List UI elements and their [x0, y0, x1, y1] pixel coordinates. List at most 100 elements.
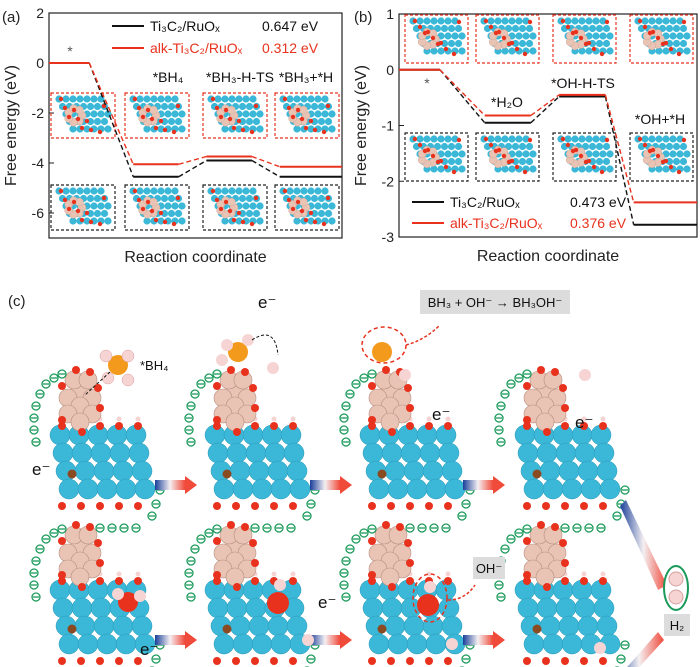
- oxygen-atom: [435, 159, 441, 165]
- hydrogen-atom: [274, 579, 286, 591]
- oxygen-atom: [72, 366, 80, 374]
- ti-atom: [672, 24, 681, 33]
- ti-atom: [109, 442, 131, 464]
- ti-atom: [242, 202, 250, 210]
- process-arrow-icon: [155, 635, 185, 645]
- oxygen-atom: [162, 127, 168, 133]
- ti-atom: [585, 47, 593, 55]
- oxygen-atom: [580, 422, 588, 430]
- catalyst-model: [29, 366, 165, 533]
- ru-atom: [225, 412, 245, 432]
- ti-atom: [422, 460, 444, 482]
- ti-atom: [400, 442, 422, 464]
- structure-inset-pristine: [274, 184, 340, 231]
- oxygen-atom: [231, 125, 237, 131]
- oxygen-atom: [58, 657, 66, 665]
- ti-atom: [249, 202, 257, 210]
- oxygen-atom: [96, 559, 104, 567]
- ti-atom: [286, 187, 294, 195]
- ti-atom: [93, 615, 115, 637]
- ru-atom: [75, 197, 84, 207]
- oxygen-atom: [583, 159, 589, 165]
- structure-inset-alk: [475, 14, 540, 64]
- legend-label: Ti₃C₂/RuOₓ: [150, 18, 220, 34]
- ti-atom: [525, 142, 534, 151]
- oxygen-atom: [132, 96, 138, 102]
- ti-atom: [665, 24, 674, 33]
- ti-atom: [662, 17, 670, 25]
- oxygen-atom: [115, 577, 123, 585]
- ti-atom: [324, 209, 333, 218]
- ti-atom: [518, 157, 527, 166]
- ti-atom: [97, 187, 105, 195]
- ti-atom: [293, 125, 301, 133]
- ti-atom: [539, 460, 561, 482]
- oxygen-atom: [249, 539, 257, 547]
- process-arrow-icon: [185, 631, 197, 649]
- ru-atom: [380, 567, 400, 587]
- oxygen-atom: [443, 46, 449, 52]
- oxygen-atom: [236, 210, 242, 216]
- oxygen-atom: [604, 19, 610, 25]
- ti-atom: [307, 125, 315, 133]
- process-arrow-icon: [340, 476, 352, 494]
- ti-atom: [74, 615, 96, 637]
- ti-atom: [522, 150, 530, 158]
- oxygen-atom: [149, 208, 155, 214]
- oxygen-atom: [115, 422, 123, 430]
- ti-atom: [592, 17, 600, 25]
- oxygen-atom: [542, 657, 550, 665]
- ti-atom: [293, 187, 301, 195]
- oxygen-atom: [213, 571, 221, 579]
- ti-atom: [86, 194, 95, 203]
- ti-atom: [437, 135, 445, 143]
- oxygen-atom: [668, 46, 674, 52]
- ti-atom: [384, 615, 406, 637]
- hydrogen-atom: [424, 581, 436, 593]
- ti-atom: [307, 187, 315, 195]
- state-label: *: [424, 75, 430, 91]
- y-tick-label: 0: [386, 62, 394, 78]
- ti-atom: [571, 135, 579, 143]
- ti-atom: [517, 442, 539, 464]
- ti-atom: [160, 102, 169, 111]
- hydrogen-atom: [581, 416, 587, 422]
- ti-atom: [430, 165, 438, 173]
- ti-atom: [517, 597, 539, 619]
- legend-barrier: 0.473 eV: [570, 194, 627, 210]
- oxygen-atom: [565, 142, 571, 148]
- oxygen-atom: [282, 96, 288, 102]
- ti-atom: [235, 217, 243, 225]
- ti-atom: [314, 110, 322, 118]
- ti-atom: [578, 47, 586, 55]
- ti-atom: [214, 95, 222, 103]
- ti-atom: [558, 460, 580, 482]
- oxygen-atom: [62, 197, 68, 203]
- ti-atom: [454, 24, 463, 33]
- oxygen-atom: [88, 127, 94, 133]
- structure-inset-pristine: [552, 132, 617, 182]
- oxygen-atom: [303, 217, 309, 223]
- ti-atom: [251, 633, 273, 655]
- ti-atom: [508, 135, 516, 143]
- energy-connector: [530, 94, 560, 117]
- ti-atom: [423, 135, 431, 143]
- ti-atom: [136, 95, 144, 103]
- oxygen-atom: [267, 592, 289, 614]
- ti-atom: [270, 478, 292, 500]
- legend-barrier: 0.376 eV: [570, 215, 627, 231]
- hydrogen-atom: [594, 642, 606, 654]
- ti-atom: [423, 17, 431, 25]
- oxygen-atom: [444, 422, 452, 430]
- oxygen-atom: [153, 217, 159, 223]
- ti-atom: [437, 165, 445, 173]
- ti-atom: [536, 442, 558, 464]
- oxygen-atom: [286, 105, 292, 111]
- ti-atom: [387, 633, 409, 655]
- ti-atom: [454, 157, 463, 166]
- process-arrow-icon: [340, 631, 352, 649]
- oxygen-atom: [231, 217, 237, 223]
- oxygen-atom: [676, 169, 682, 175]
- ti-atom: [256, 217, 264, 225]
- ti-atom: [577, 460, 599, 482]
